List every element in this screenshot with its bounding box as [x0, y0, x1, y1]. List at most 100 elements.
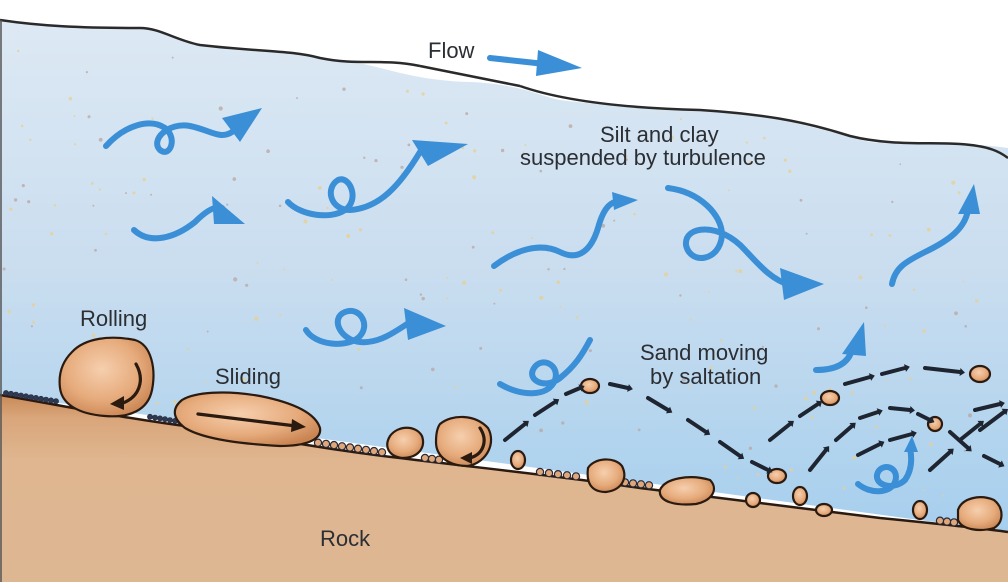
silt-particle — [783, 158, 787, 162]
gravel-pebble — [3, 390, 9, 396]
silt-particle — [870, 233, 873, 237]
gravel-pebble — [636, 480, 646, 489]
silt-particle — [242, 377, 246, 382]
silt-particle — [531, 237, 534, 240]
silt-particle — [745, 141, 748, 144]
silt-particle — [303, 219, 308, 224]
saltation-arrow-icon — [718, 440, 745, 460]
gravel-pebble — [43, 396, 49, 403]
silt-particle — [317, 186, 322, 190]
gravel-pebble — [147, 413, 153, 420]
silt-particle — [374, 159, 378, 163]
silt-particle — [539, 295, 544, 300]
silt-particle — [922, 489, 925, 492]
silt-particle — [421, 296, 425, 301]
silt-particle — [891, 200, 894, 204]
silt-particle — [68, 97, 73, 101]
rolling-label: Rolling — [80, 306, 147, 331]
suspended-label-line2: suspended by turbulence — [520, 145, 766, 170]
sliding-label: Sliding — [215, 364, 281, 389]
silt-particle — [968, 413, 972, 418]
silt-particle — [342, 87, 346, 91]
silt-particle — [21, 184, 25, 188]
silt-particle — [908, 377, 912, 381]
silt-particle — [735, 270, 738, 273]
gravel-pebble — [23, 393, 29, 400]
silt-particle — [346, 234, 351, 238]
silt-particle — [282, 268, 285, 271]
gravel-pebble — [434, 455, 444, 464]
silt-particle — [561, 421, 565, 425]
silt-particle — [330, 278, 333, 281]
silt-particle — [522, 151, 525, 154]
silt-particle — [963, 449, 966, 452]
saltation-arrow-icon — [808, 446, 830, 472]
gravel-pebble — [562, 471, 572, 480]
silt-particle — [858, 275, 863, 280]
silt-particle — [556, 280, 560, 285]
silt-particle — [524, 144, 527, 147]
turbulence-arrow-icon-1 — [103, 108, 262, 155]
silt-particle — [493, 302, 496, 305]
silt-particle — [363, 156, 366, 159]
gravel-pebble — [942, 517, 952, 526]
silt-particle — [763, 136, 766, 140]
silt-particle — [186, 347, 190, 351]
gravel-pebble — [553, 470, 563, 479]
saltation-arrow-icon — [798, 400, 823, 418]
silt-particle — [723, 465, 727, 469]
gravel-pebble — [48, 397, 54, 404]
silt-particle — [817, 327, 820, 331]
silt-particle — [761, 345, 765, 348]
silt-particle — [865, 306, 868, 310]
suspended-label-line1: Silt and clay — [600, 122, 719, 147]
gravel-pebble — [28, 394, 34, 400]
silt-particle — [500, 148, 505, 153]
silt-particle — [899, 163, 902, 166]
silt-particle — [472, 175, 477, 180]
saltation-label-line2: by saltation — [650, 364, 761, 389]
silt-particle — [951, 180, 956, 185]
gravel-pebble — [345, 443, 355, 452]
gravel-pebble — [337, 442, 347, 451]
silt-particle — [850, 391, 855, 395]
saltation-arrow-icon — [564, 384, 585, 396]
silt-particle — [446, 277, 449, 279]
silt-particle — [232, 177, 237, 181]
silt-particle — [357, 347, 361, 351]
saltation-arrow-icon — [768, 420, 794, 442]
silt-particle — [419, 293, 423, 296]
silt-particle — [171, 56, 174, 59]
water-surface-line-right — [519, 84, 1008, 160]
turbulence-arrow-icon-4 — [491, 192, 638, 269]
silt-particle — [942, 494, 945, 497]
gravel-pebble — [18, 392, 24, 399]
gravel-pebble — [571, 472, 581, 481]
silt-particle — [13, 198, 18, 202]
saltation-arrow-icon — [750, 460, 773, 474]
silt-particle — [842, 486, 846, 490]
saltation-arrow-icon — [646, 396, 673, 414]
gravel-pebble — [535, 467, 545, 477]
silt-particle — [444, 121, 448, 125]
silt-particle — [679, 118, 683, 121]
gravel-pebble — [628, 479, 638, 488]
silt-particle — [254, 316, 259, 321]
silt-particle — [669, 135, 674, 140]
silt-particle — [233, 277, 238, 282]
silt-particle — [559, 305, 562, 308]
silt-particle — [568, 124, 573, 128]
silt-particle — [156, 401, 159, 405]
gravel-pebble — [420, 453, 430, 463]
silt-particle — [888, 233, 892, 237]
silt-particle — [748, 446, 753, 450]
silt-particle — [407, 143, 411, 147]
silt-particle — [688, 385, 692, 388]
silt-particle — [929, 442, 933, 447]
saltation-arrow-icon — [503, 420, 529, 442]
flow-label: Flow — [428, 38, 475, 63]
saltation-arrow-icon — [973, 400, 1005, 412]
silt-particle — [150, 193, 153, 196]
silt-particle — [789, 468, 793, 472]
silt-particle — [278, 204, 282, 208]
